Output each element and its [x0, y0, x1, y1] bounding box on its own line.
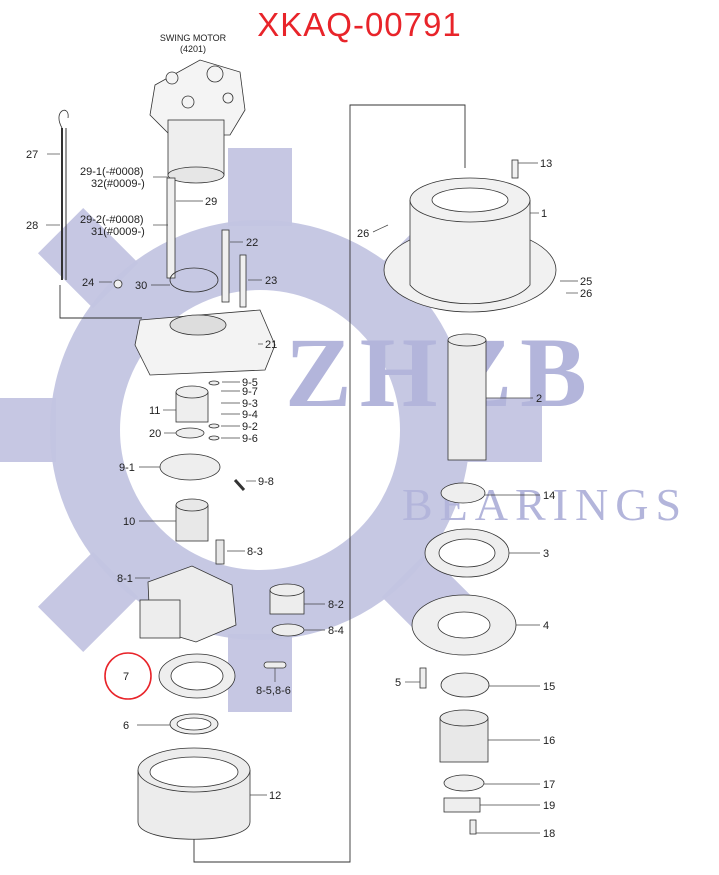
watermark-text: ZHZB	[285, 317, 595, 428]
callout-12: 12	[269, 790, 281, 802]
assembly-link-lines	[59, 104, 466, 863]
callout-13: 13	[540, 158, 552, 170]
plate-part-17	[443, 774, 485, 835]
callout-29-1: 29-1(-#0008)	[80, 166, 144, 178]
callout-1: 1	[541, 208, 547, 220]
bearing-part-7	[158, 653, 236, 699]
callout-32: 32(#0009-)	[91, 178, 145, 190]
pinion-part-16	[439, 709, 489, 763]
gear-part-10	[175, 498, 225, 565]
bearing-part-3	[424, 528, 510, 578]
callout-26-b: 26	[580, 288, 592, 300]
callout-9-8: 9-8	[258, 476, 274, 488]
callout-27: 27	[26, 149, 38, 161]
callout-8-4: 8-4	[328, 625, 344, 637]
swing-motor-label: SWING MOTOR (4201)	[148, 33, 238, 55]
ring-part-6	[169, 713, 219, 735]
callout-9-1: 9-1	[119, 462, 135, 474]
callout-8-1: 8-1	[117, 573, 133, 585]
ring-gear-part-12	[137, 747, 251, 840]
callout-6: 6	[123, 720, 129, 732]
callout-20: 20	[149, 428, 161, 440]
callout-9-7: 9-7	[242, 386, 258, 398]
callout-29-2: 29-2(-#0008)	[80, 214, 144, 226]
cover-part-21	[134, 309, 276, 376]
callout-16: 16	[543, 735, 555, 747]
callout-22: 22	[246, 237, 258, 249]
callout-23: 23	[265, 275, 277, 287]
dipstick-part	[58, 109, 69, 280]
callout-18: 18	[543, 828, 555, 840]
callout-9-4: 9-4	[242, 409, 258, 421]
callout-28: 28	[26, 220, 38, 232]
highlight-circle	[104, 652, 152, 700]
callout-14: 14	[543, 490, 555, 502]
swing-motor-part	[149, 59, 246, 184]
seal-part-15	[440, 672, 490, 698]
callout-5: 5	[395, 677, 401, 689]
callout-9-3: 9-3	[242, 398, 258, 410]
shaft-part-2	[447, 333, 487, 461]
callout-17: 17	[543, 779, 555, 791]
callout-7-highlighted: 7	[123, 671, 129, 683]
callout-19: 19	[543, 800, 555, 812]
callout-9-2: 9-2	[242, 421, 258, 433]
pipe-parts	[113, 177, 247, 308]
callout-24: 24	[82, 277, 94, 289]
motor-label-line1: SWING MOTOR	[159, 33, 227, 43]
bearing-part-14	[440, 482, 486, 504]
callout-29: 29	[205, 196, 217, 208]
callout-9-5: 9-5	[242, 377, 258, 389]
callout-3: 3	[543, 548, 549, 560]
callout-26-a: 26	[357, 228, 369, 240]
carrier-part-8	[139, 565, 305, 669]
plate-part-4	[411, 594, 517, 689]
callout-labels: 27 28 29-1(-#0008) 32(#0009-) 29 29-2(-#…	[26, 149, 592, 840]
leader-lines	[46, 153, 578, 834]
callout-11: 11	[149, 405, 160, 417]
motor-label-line2: (4201)	[179, 44, 206, 54]
callout-30: 30	[135, 280, 147, 292]
callout-31: 31(#0009-)	[91, 226, 145, 238]
callout-4: 4	[543, 620, 549, 632]
callout-10: 10	[123, 516, 135, 528]
callout-8-5-8-6: 8-5,8-6	[256, 685, 291, 697]
callout-8-2: 8-2	[328, 599, 344, 611]
callout-25: 25	[580, 276, 592, 288]
callout-2: 2	[536, 393, 542, 405]
callout-15: 15	[543, 681, 555, 693]
gear-set-9	[159, 380, 246, 492]
page-title: XKAQ-00791	[257, 6, 462, 43]
callout-8-3: 8-3	[247, 546, 263, 558]
housing-part-1	[383, 159, 557, 313]
callout-21: 21	[265, 339, 277, 351]
callout-9-6: 9-6	[242, 433, 258, 445]
